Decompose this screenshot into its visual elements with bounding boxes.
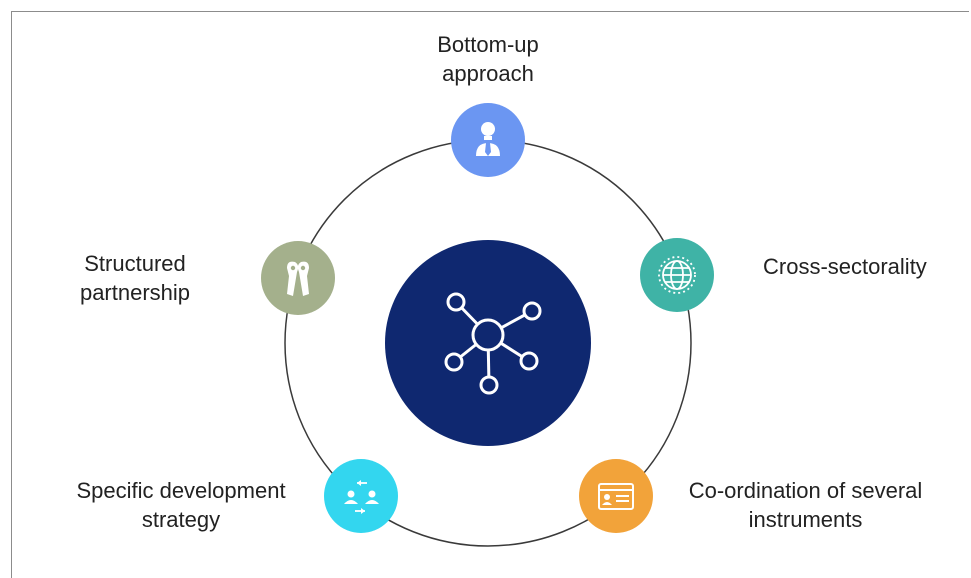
label-line: Bottom-up	[437, 32, 539, 57]
label-line: instruments	[748, 507, 863, 532]
node-bottom-up	[451, 103, 525, 177]
label-coordination: Co-ordination of several instruments	[668, 476, 943, 534]
label-cross-sectorality: Cross-sectorality	[763, 252, 963, 281]
label-line: Specific development	[76, 478, 286, 503]
label-line: Cross-sectorality	[763, 254, 927, 279]
label-line: approach	[442, 61, 534, 86]
label-development-strategy: Specific development strategy	[56, 476, 306, 534]
node-partnership	[261, 241, 335, 315]
network-hub-icon	[444, 292, 542, 395]
id-card-icon	[598, 483, 634, 510]
label-partnership: Structured partnership	[55, 249, 215, 307]
lightbulb-person-icon	[476, 122, 500, 156]
node-cross-sectorality	[640, 238, 714, 312]
label-line: Structured	[84, 251, 186, 276]
label-line: Co-ordination of several	[688, 478, 923, 503]
label-line: strategy	[141, 507, 221, 532]
globe-icon	[658, 256, 696, 294]
label-bottom-up: Bottom-up approach	[388, 30, 588, 88]
node-development-strategy	[324, 459, 398, 533]
center-hub	[385, 240, 591, 446]
handshake-icon	[287, 261, 309, 296]
label-line: partnership	[79, 280, 191, 305]
node-coordination	[579, 459, 653, 533]
people-exchange-icon	[344, 480, 379, 514]
diagram-frame	[11, 11, 969, 578]
